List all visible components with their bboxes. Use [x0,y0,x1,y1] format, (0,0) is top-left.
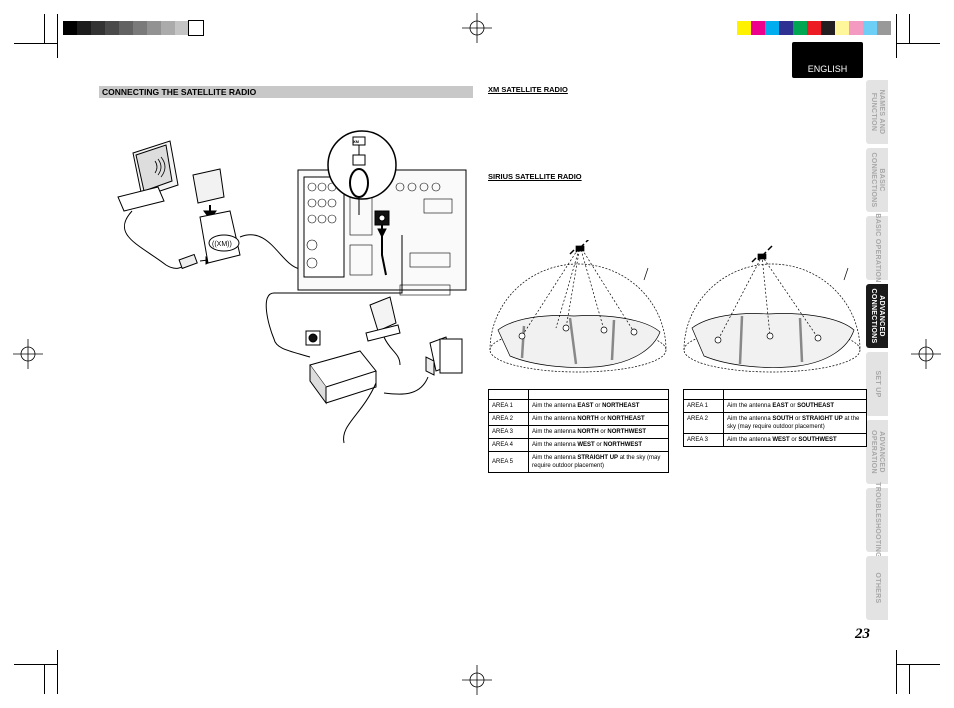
sirius-heading: SIRIUS SATELLITE RADIO [488,172,582,181]
color-swatch [877,21,891,35]
section-title: CONNECTING THE SATELLITE RADIO [99,86,473,98]
tab-advanced-operation[interactable]: ADVANCED OPERATION [866,420,888,484]
color-swatch [849,21,863,35]
page-number: 23 [855,626,870,642]
tab-set-up[interactable]: SET UP [866,352,888,416]
grey-swatch [63,21,77,35]
grey-swatch [147,21,161,35]
tab-names-and-function[interactable]: NAMES AND FUNCTION [866,80,888,144]
color-swatch [807,21,821,35]
grey-swatch [161,21,175,35]
grey-swatch [91,21,105,35]
svg-text:((XM)): ((XM)) [212,241,232,248]
xm-heading: XM SATELLITE RADIO [488,85,568,94]
tab-troubleshooting[interactable]: TROUBLESHOOTING [866,482,888,558]
color-swatch [863,21,877,35]
xm-coverage-map [489,240,667,373]
color-swatch [751,21,765,35]
tab-advanced-connections[interactable]: ADVANCED CONNECTIONS [866,284,888,348]
language-tab: ENGLISH [792,42,863,78]
grey-swatch [133,21,147,35]
color-swatch [821,21,835,35]
figure-xm-label: XM [353,139,359,144]
connection-diagram: ((XM)) [117,130,467,444]
grey-swatch [119,21,133,35]
color-swatch [835,21,849,35]
tab-basic-connections[interactable]: BASIC CONNECTIONS [866,148,888,212]
grey-swatch [77,21,91,35]
grey-swatch [105,21,119,35]
tab-others[interactable]: OTHERS [866,556,888,620]
sirius-coverage-map [683,245,861,373]
color-swatch [793,21,807,35]
tab-basic-operation[interactable]: BASIC OPERATION [866,213,888,283]
grey-swatch [175,21,189,35]
color-swatch [765,21,779,35]
color-swatch [779,21,793,35]
color-swatch [737,21,751,35]
grey-swatch [188,20,204,36]
